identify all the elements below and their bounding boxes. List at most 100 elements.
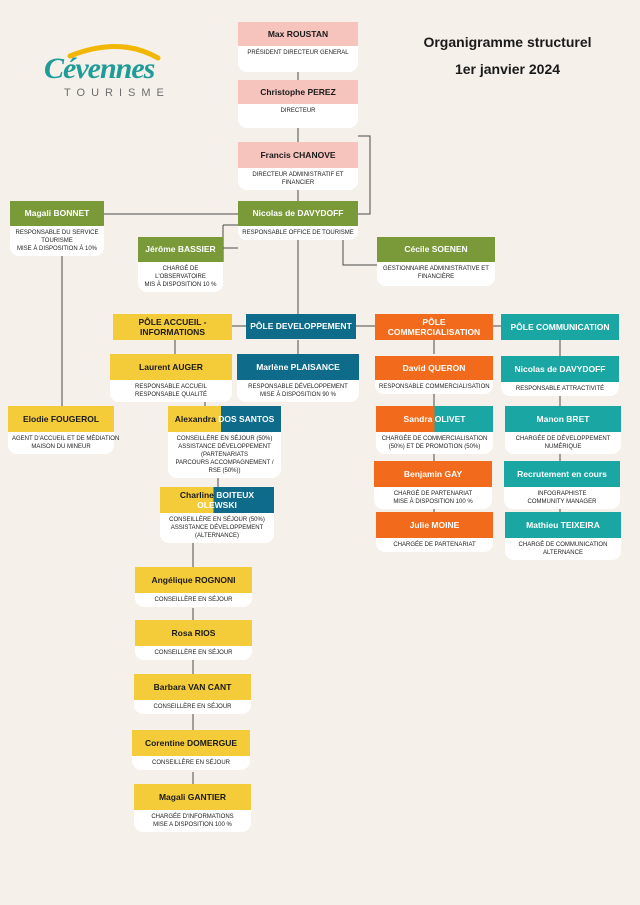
node-role: DIRECTEUR	[238, 104, 358, 128]
node-role-line: COMMUNITY MANAGER	[527, 499, 597, 506]
node-role-line: ALTERNANCE	[543, 550, 583, 557]
node-name-part-b: DOS SANTOS	[215, 414, 275, 424]
node-role-line: DIRECTEUR ADMINISTRATIF ET	[252, 172, 344, 178]
node-role-line: MAISON DU MINEUR	[31, 444, 91, 451]
node-role-line: CONSEILLÈRE EN SÉJOUR	[154, 650, 233, 656]
node-name: Magali GANTIER	[134, 784, 251, 810]
node-name: Elodie FOUGEROL	[8, 406, 114, 432]
node-role: PRÉSIDENT DIRECTEUR GENERAL	[238, 46, 358, 72]
org-node-vancant: Barbara VAN CANT CONSEILLÈRE EN SÉJOUR	[134, 674, 251, 715]
node-role: CONSEILLÈRE EN SÉJOUR	[135, 593, 252, 608]
node-role-line: RSE (50%))	[208, 468, 241, 475]
node-role-line: NUMÉRIQUE	[544, 444, 582, 451]
node-role: CONSEILLÈRE EN SÉJOUR	[134, 700, 251, 715]
node-name: Nicolas de DAVYDOFF	[501, 356, 619, 382]
node-role-line: CHARGÉ DE	[162, 266, 199, 272]
node-role-line: AGENT D'ACCUEIL ET DE MÉDIATION	[12, 436, 120, 442]
node-role: CHARGÉ DE COMMUNICATION ALTERNANCE	[505, 538, 621, 561]
node-name-part-a: Alexandra	[174, 414, 216, 424]
node-name: Benjamin GAY	[374, 461, 492, 487]
node-role-line: CHARGÉE DE DÉVELOPPEMENT	[515, 436, 611, 442]
node-name: PÔLE COMMERCIALISATION	[375, 314, 493, 340]
node-role-line: (ALTERNANCE)	[195, 533, 239, 540]
node-name: Marlène PLAISANCE	[237, 354, 359, 380]
node-role: DIRECTEUR ADMINISTRATIF ET FINANCIER	[238, 168, 358, 191]
node-role-line: L'OBSERVATOIRE	[155, 274, 206, 281]
node-role-line: DIRECTEUR	[280, 108, 316, 114]
node-role-line: (50%) ET DE PROMOTION (50%)	[388, 444, 481, 451]
node-role-line: MISE À DISPOSITION 90 %	[259, 392, 337, 399]
node-name: Jérôme BASSIER	[138, 237, 223, 262]
node-role-line: GESTIONNAIRE ADMINISTRATIVE ET	[383, 266, 489, 272]
node-role: RESPONSABLE DÉVELOPPEMENT MISE À DISPOSIT…	[237, 380, 359, 403]
org-node-perez: Christophe PEREZ DIRECTEUR	[238, 80, 358, 128]
node-role-line: CONSEILLÈRE EN SÉJOUR	[153, 704, 232, 710]
org-node-gantier: Magali GANTIER CHARGÉE D'INFORMATIONS MISE…	[134, 784, 251, 833]
node-role-line: CHARGÉE D'INFORMATIONS	[151, 814, 234, 820]
node-role-line: RESPONSABLE QUALITÉ	[134, 392, 208, 399]
node-name: Laurent AUGER	[110, 354, 232, 380]
node-role: CHARGÉE DE COMMERCIALISATION (50%) ET DE …	[376, 432, 493, 455]
org-node-davydoff: Nicolas de DAVYDOFF RESPONSABLE OFFICE DE…	[238, 201, 358, 241]
node-role: CONSEILLÈRE EN SÉJOUR	[135, 646, 252, 661]
node-name: David QUERON	[375, 356, 493, 380]
node-role: CONSEILLÈRE EN SÉJOUR (50%)ASSISTANCE DÉ…	[168, 432, 281, 479]
logo-subtitle: TOURISME	[64, 87, 170, 99]
page-title: Organigramme structurel	[423, 34, 592, 50]
node-role: RESPONSABLE ATTRACTIVITÉ	[501, 382, 619, 397]
node-role-line: RESPONSABLE DÉVELOPPEMENT	[248, 384, 348, 390]
node-role: CHARGÉE DE PARTENARIAT	[376, 538, 493, 553]
node-role: CONSEILLÈRE EN SÉJOUR (50%) ASSISTANCE DÉ…	[160, 513, 274, 544]
node-role-line: CHARGÉE DE COMMERCIALISATION	[381, 436, 488, 442]
logo-arc-icon	[67, 44, 161, 61]
node-name: Nicolas de DAVYDOFF	[238, 201, 358, 226]
node-role: CONSEILLÈRE EN SÉJOUR	[132, 756, 250, 771]
node-name: Magali BONNET	[10, 201, 104, 226]
node-name: Corentine DOMERGUE	[132, 730, 250, 756]
org-node-queron: David QUERON RESPONSABLE COMMERCIALISATIO…	[375, 356, 493, 395]
node-role-line: RESPONSABLE OFFICE DE TOURISME	[242, 230, 354, 236]
org-node-pole_accueil: PÔLE ACCUEIL - INFORMATIONS	[113, 314, 232, 340]
node-role: AGENT D'ACCUEIL ET DE MÉDIATION MAISON DU…	[8, 432, 120, 455]
node-role-line: MISE A DISPOSITION 100 %	[153, 822, 232, 829]
node-role-line: ASSISTANCE DÉVELOPPEMENT	[170, 525, 264, 532]
connector	[342, 239, 377, 266]
node-name: Christophe PEREZ	[238, 80, 358, 104]
node-role-line: MIS À DISPOSITION 10 %	[144, 282, 217, 289]
node-name: Barbara VAN CANT	[134, 674, 251, 700]
node-name: Sandra OLIVET	[376, 406, 493, 432]
node-name-part-b: OLIVET	[432, 414, 466, 424]
node-name-part-a: Charline	[179, 490, 214, 500]
node-name: PÔLE ACCUEIL - INFORMATIONS	[113, 314, 232, 340]
node-name: Angélique ROGNONI	[135, 567, 252, 593]
node-role-line: RESPONSABLE COMMERCIALISATION	[379, 384, 490, 390]
node-name: PÔLE COMMUNICATION	[501, 314, 619, 340]
node-role: RESPONSABLE COMMERCIALISATION	[375, 380, 493, 395]
node-role-line: CHARGÉ DE COMMUNICATION	[518, 542, 608, 548]
logo-word: Cévennes	[44, 52, 155, 85]
node-name: Francis CHANOVE	[238, 142, 358, 168]
node-role-line: CONSEILLÈRE EN SÉJOUR (50%)	[169, 517, 265, 523]
node-role-line: INFOGRAPHISTE	[537, 491, 587, 497]
node-name: Mathieu TEIXEIRA	[505, 512, 621, 538]
page-subtitle: 1er janvier 2024	[454, 61, 561, 77]
node-role-line: TOURISME	[41, 238, 73, 245]
node-name: Recrutement en cours	[504, 461, 620, 487]
node-name: Cécile SOENEN	[377, 237, 495, 262]
node-role-line: FINANCIER	[281, 180, 315, 187]
